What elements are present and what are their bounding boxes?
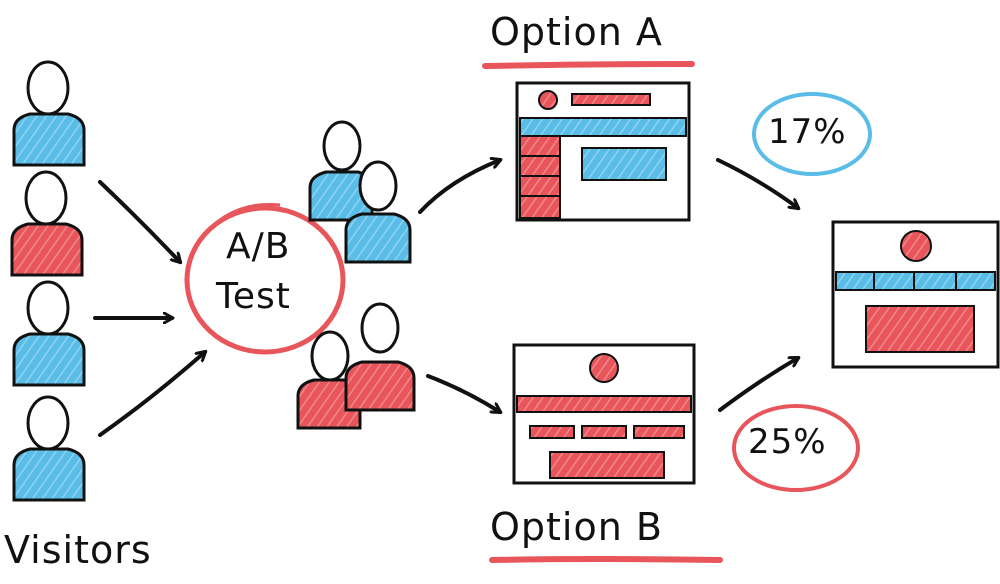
arrow-icon: [426, 374, 500, 412]
option-a-label: Option A: [490, 10, 663, 54]
option-b-underline: [489, 556, 723, 563]
arrow-icon: [418, 160, 500, 214]
blue-visitor-group-icon: [308, 120, 412, 264]
visitor-person-icon: [10, 170, 84, 277]
option-a-rate-circle: [752, 92, 872, 176]
visitor-person-icon: [12, 395, 86, 502]
option-a-conversion-rate: 17%: [768, 112, 847, 152]
ab-test-circle-stroke: [198, 202, 281, 241]
option-a-underline: [482, 61, 695, 69]
option-a-page-mockup: [515, 81, 691, 222]
visitor-person-icon: [12, 60, 86, 167]
result-page-mockup: [831, 220, 1000, 369]
option-b-rate-circle: [732, 404, 860, 492]
ab-test-label-line2: Test: [216, 276, 291, 317]
option-b-conversion-rate: 25%: [748, 422, 827, 462]
arrow-icon: [98, 352, 205, 437]
ab-test-circle: [184, 205, 346, 355]
option-b-label: Option B: [490, 505, 663, 549]
visitor-person-icon: [12, 280, 86, 387]
red-visitor-group-icon: [296, 302, 416, 430]
option-b-page-mockup: [512, 343, 696, 485]
visitors-label: Visitors: [4, 528, 152, 572]
ab-test-label-line1: A/B: [226, 226, 291, 267]
arrow-icon: [98, 180, 180, 262]
arrow-icon: [716, 158, 798, 208]
arrow-icon: [718, 358, 798, 412]
